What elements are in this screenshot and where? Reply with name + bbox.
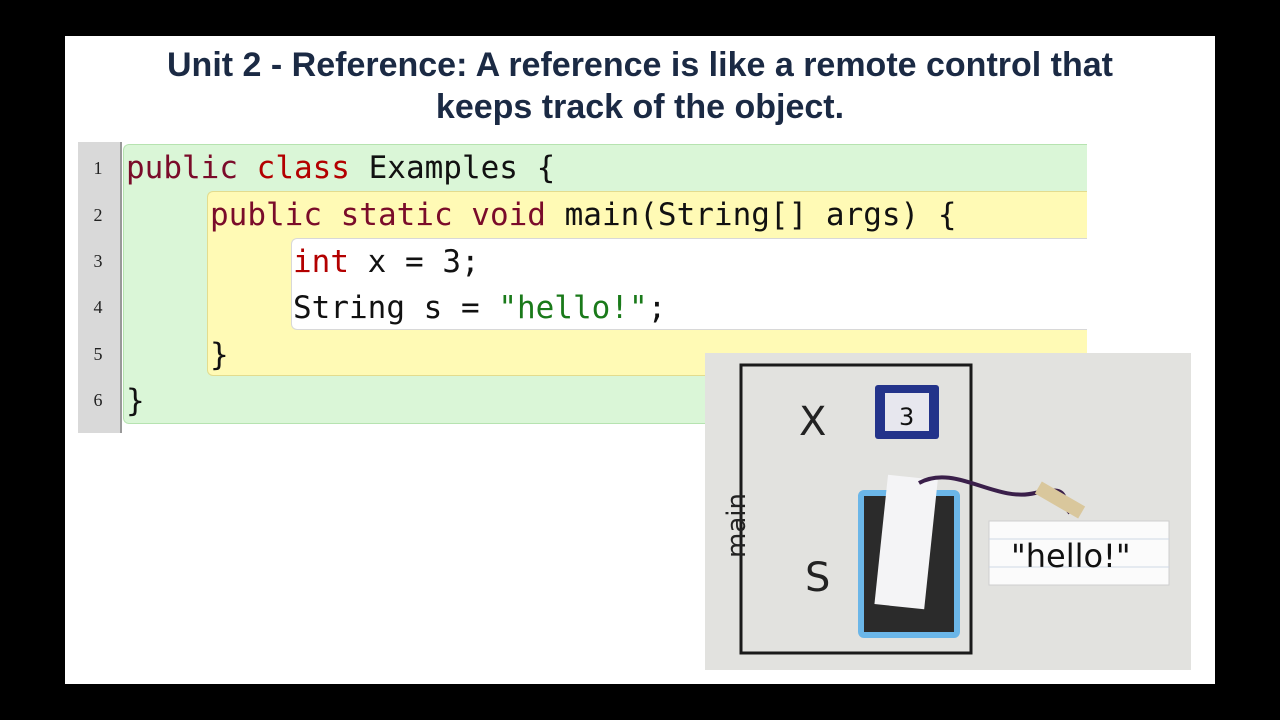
slide: Unit 2 - Reference: A reference is like … (65, 36, 1215, 684)
code-text: ; (647, 290, 667, 326)
code-text: } (210, 337, 229, 373)
frame-label: main (722, 493, 752, 558)
object-card (988, 520, 1170, 586)
stack-frame (739, 363, 973, 655)
title-line-2: keeps track of the object. (435, 88, 845, 126)
whiteboard-photo: main X S 3 "hello!" (705, 353, 1191, 670)
keyword: public (126, 150, 238, 186)
var-x-label: X (799, 399, 826, 445)
code-text: String s = (293, 290, 499, 326)
string-literal: "hello!" (498, 290, 648, 326)
clothespin (1034, 481, 1086, 519)
line-number: 5 (93, 344, 103, 364)
keyword: class (256, 150, 350, 186)
code-line-2: public static void main(String[] args) { (210, 197, 957, 233)
method-body-block (291, 238, 1087, 330)
line-number: 3 (93, 251, 103, 271)
code-line-3: int x = 3; (293, 244, 480, 280)
code-text: } (126, 383, 145, 419)
keyword: public static void (210, 197, 546, 233)
code-line-6: } (126, 383, 145, 419)
object-card-text: "hello!" (1011, 537, 1131, 575)
code-text: Examples { (349, 150, 556, 186)
line-number: 4 (93, 297, 103, 317)
line-number: 2 (93, 205, 103, 225)
slide-title: Unit 2 - Reference: A reference is like … (65, 44, 1215, 128)
line-number-gutter: 1 2 3 4 5 6 (78, 142, 122, 433)
line-number: 6 (93, 390, 103, 410)
code-line-4: String s = "hello!"; (293, 290, 666, 326)
whiteboard-illustration: main X S 3 "hello!" (705, 353, 1191, 670)
code-text: x = 3; (349, 244, 480, 280)
line-number: 1 (93, 158, 103, 178)
var-s-label: S (805, 555, 830, 601)
x-value: 3 (899, 403, 914, 431)
title-line-1: Unit 2 - Reference: A reference is like … (167, 46, 1113, 84)
keyword: int (293, 244, 349, 280)
code-text: main(String[] args) { (545, 197, 957, 233)
code-line-5: } (210, 337, 229, 373)
code-line-1: public class Examples { (126, 150, 555, 186)
remote-card (874, 474, 938, 610)
